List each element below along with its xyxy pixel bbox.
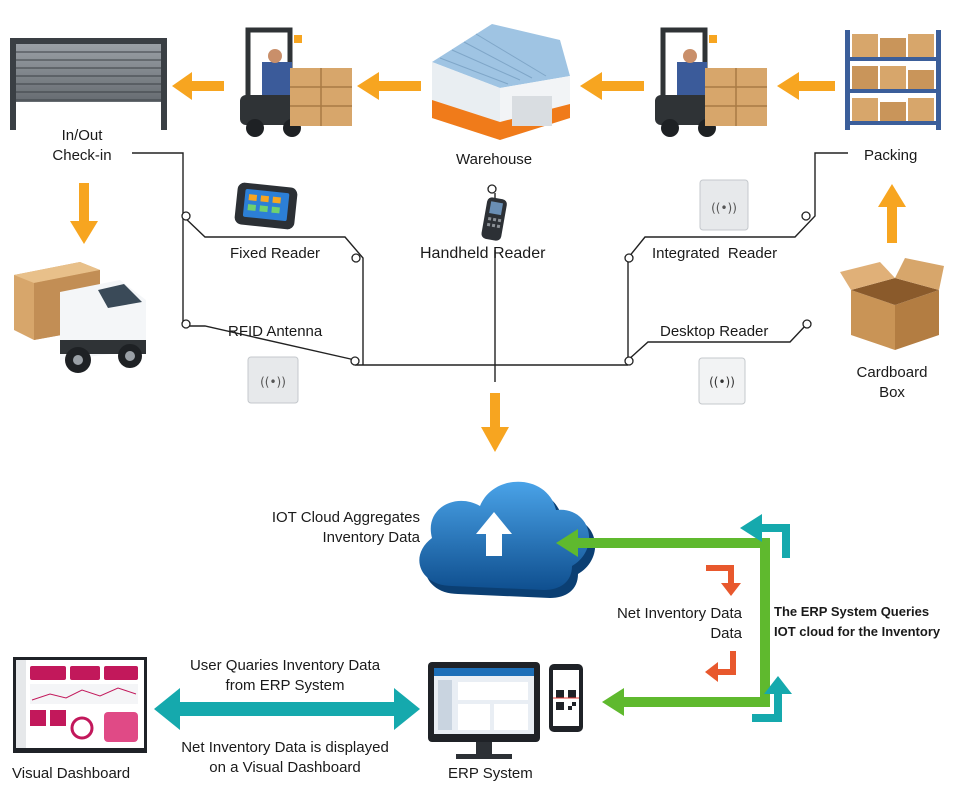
desktop-reader-icon: ((•)) <box>698 357 746 405</box>
forklift-icon <box>655 27 767 137</box>
svg-text:((•)): ((•)) <box>711 201 737 215</box>
visual-dashboard-label: Visual Dashboard <box>12 765 131 782</box>
garage-door-icon <box>10 38 167 130</box>
inout-checkin-label: In/Out Check-in <box>52 126 112 166</box>
shelves-icon <box>845 30 941 130</box>
phone-qr-icon <box>549 664 583 732</box>
connector-nodes <box>181 184 812 366</box>
red-arrow-2 <box>705 651 736 682</box>
integrated-reader-icon: ((•)) <box>699 179 749 231</box>
net-inventory-label: Net Inventory Data Data <box>604 604 742 644</box>
cardboard-label-line1: Cardboard <box>856 364 928 381</box>
arrow-left-2 <box>357 72 421 100</box>
erp-queries-line2: IOT cloud for the Inventory <box>774 624 941 639</box>
arrow-up-1 <box>878 184 906 243</box>
erp-monitor-icon <box>428 662 540 759</box>
packing-label: Packing <box>864 147 918 164</box>
green-arrow-to-cloud <box>556 529 770 702</box>
arrow-left-4 <box>777 72 835 100</box>
desktop-reader-label: Desktop Reader <box>660 323 769 340</box>
user-queries-line2: from ERP System <box>225 677 345 694</box>
net-inv-line1: Net Inventory Data <box>616 605 742 622</box>
svg-text:((•)): ((•)) <box>260 375 286 389</box>
arrow-down-1 <box>70 183 98 244</box>
warehouse-icon <box>432 24 570 140</box>
erp-queries-line1: The ERP System Queries <box>774 604 930 619</box>
handheld-reader-label: Handheld Reader <box>420 245 546 262</box>
teal-arrow-top <box>740 514 790 558</box>
displayed-line2: on a Visual Dashboard <box>209 759 361 776</box>
inout-label-line1: In/Out <box>61 127 103 144</box>
truck-icon <box>14 262 146 373</box>
dashboard-icon <box>13 657 147 753</box>
orange-arrows <box>70 72 906 452</box>
svg-text:((•)): ((•)) <box>709 375 735 389</box>
warehouse-label: Warehouse <box>456 151 533 168</box>
cardboard-box-icon <box>840 258 944 350</box>
displayed-label: Net Inventory Data is displayed on a Vis… <box>160 738 410 778</box>
displayed-line1: Net Inventory Data is displayed <box>181 739 389 756</box>
green-arrows <box>556 529 770 716</box>
teal-arrows <box>154 514 792 730</box>
red-arrow-1 <box>706 565 741 596</box>
arrow-left-1 <box>172 72 224 100</box>
arrow-down-2 <box>481 393 509 452</box>
user-queries-line1: User Quaries Inventory Data <box>189 657 381 674</box>
iot-cloud-label: IOT Cloud Aggregates Inventory Data <box>256 508 420 548</box>
arrow-left-3 <box>580 72 644 100</box>
teal-double-arrow <box>154 688 420 730</box>
iot-label-line1: IOT Cloud Aggregates <box>271 509 420 526</box>
integrated-reader-label: Integrated Reader <box>652 245 778 262</box>
rfid-antenna-label: RFID Antenna <box>228 323 323 340</box>
red-arrows <box>705 565 741 682</box>
erp-system-label: ERP System <box>448 765 533 782</box>
teal-arrow-bottom <box>752 676 792 722</box>
iot-label-line2: Inventory Data <box>322 529 420 546</box>
cardboard-label-line2: Box <box>879 384 905 401</box>
handheld-reader-icon <box>481 197 507 241</box>
rfid-antenna-icon: ((•)) <box>247 356 299 404</box>
erp-queries-label: The ERP System Queries IOT cloud for the… <box>774 602 940 642</box>
fixed-reader-icon <box>234 182 298 230</box>
forklift-icon <box>240 27 352 137</box>
cardboard-box-label: Cardboard Box <box>850 363 934 403</box>
user-queries-label: User Quaries Inventory Data from ERP Sys… <box>170 656 400 696</box>
cloud-icon <box>419 481 596 598</box>
green-arrow-to-erp <box>602 688 770 716</box>
net-inv-line2: Data <box>710 625 742 642</box>
inout-label-line2: Check-in <box>52 147 112 164</box>
fixed-reader-label: Fixed Reader <box>230 245 321 262</box>
